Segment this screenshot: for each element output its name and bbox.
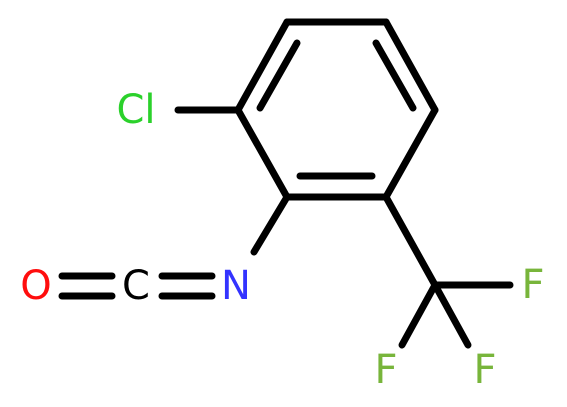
fluorine-label-right: F	[521, 262, 544, 308]
ring-bond-3	[382, 18, 439, 114]
n-bond	[250, 193, 291, 256]
fluorine-label-bottom-left: F	[374, 347, 397, 393]
ring-bond-4	[382, 106, 439, 201]
carbon-label: C	[122, 263, 150, 309]
bonds	[58, 18, 514, 349]
atom-labels: Cl N C O F F F	[20, 87, 544, 393]
oxygen-label: O	[20, 263, 51, 309]
f2-bond	[398, 281, 439, 349]
f3-bond	[431, 281, 472, 349]
ring-double-bond-inner-2	[372, 39, 417, 112]
ring-bond-1	[234, 18, 291, 114]
cf3-bond	[382, 193, 439, 289]
chlorine-label: Cl	[116, 87, 155, 133]
nitrogen-label: N	[221, 263, 251, 309]
ring-bond-6	[234, 106, 291, 201]
ring-double-bond-inner-1	[256, 39, 301, 112]
fluorine-label-bottom-right: F	[473, 347, 496, 393]
